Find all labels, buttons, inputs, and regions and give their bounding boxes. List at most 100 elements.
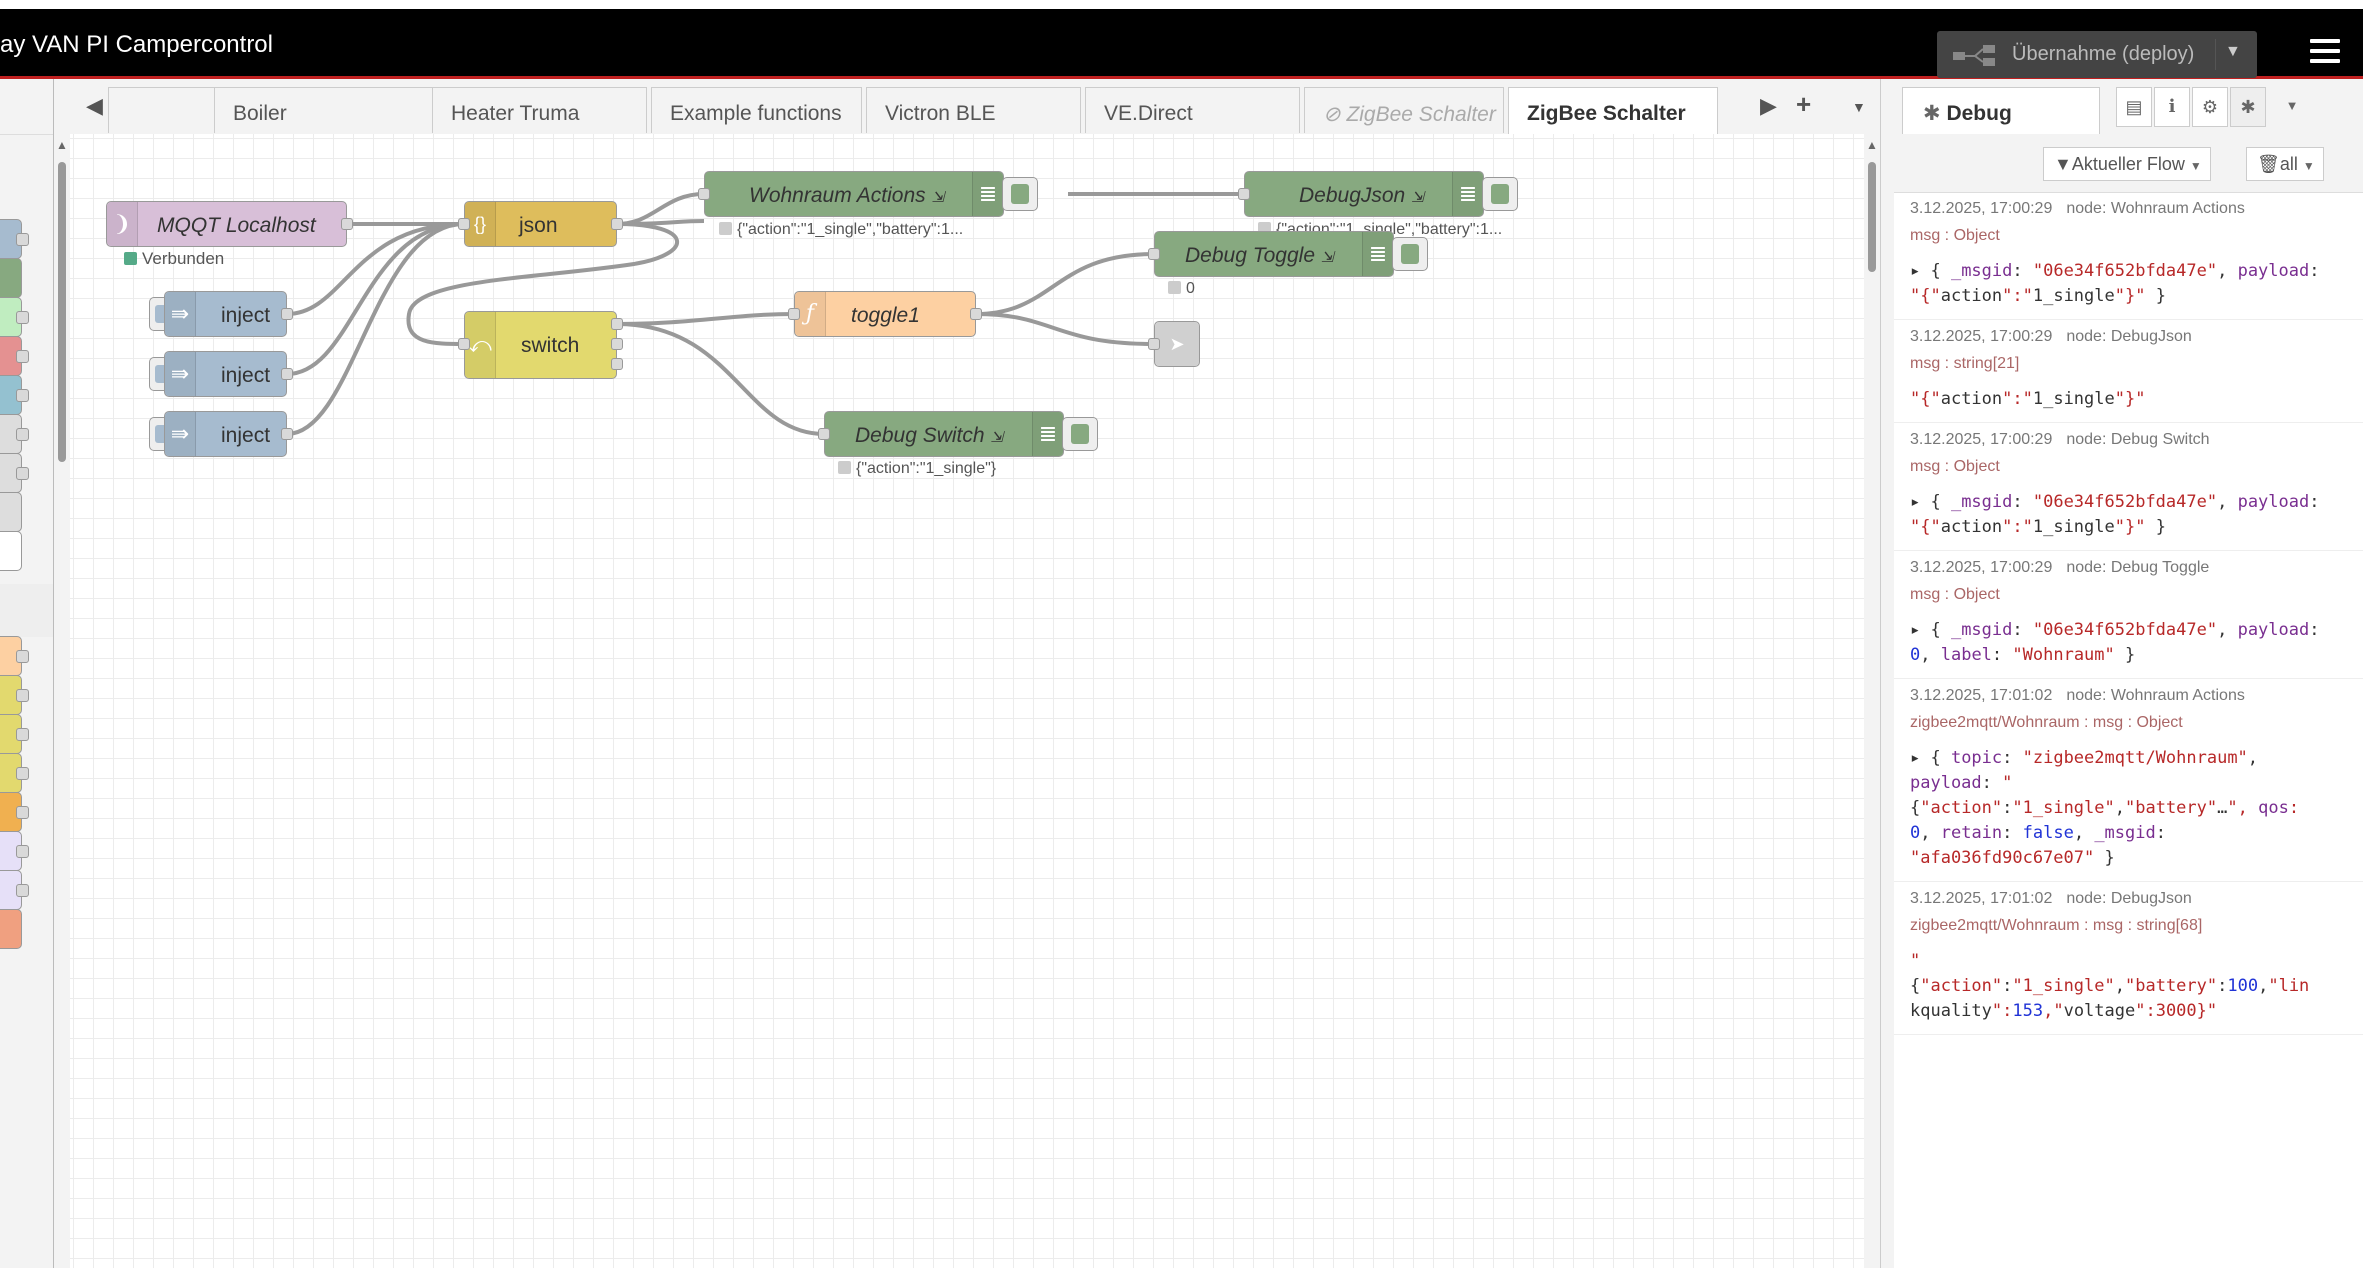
- output-port[interactable]: [611, 218, 623, 230]
- tab-zigbee-schalter[interactable]: ZigBee Schalter: [1508, 87, 1718, 134]
- node-debug-json[interactable]: DebugJson ⇲ ≣: [1244, 171, 1484, 217]
- tab-heater-truma[interactable]: Heater Truma: [432, 87, 647, 133]
- message-payload[interactable]: ▸ { topic: "zigbee2mqtt/Wohnraum",payloa…: [1910, 746, 2351, 871]
- main-menu-icon[interactable]: [2310, 39, 2340, 65]
- input-port[interactable]: [1148, 338, 1160, 350]
- deploy-button[interactable]: Übernahme (deploy) ▼: [1937, 31, 2257, 78]
- palette-node-comment[interactable]: [0, 531, 22, 571]
- output-port[interactable]: [970, 308, 982, 320]
- output-port[interactable]: [281, 308, 293, 320]
- node-json[interactable]: {} json: [464, 201, 617, 247]
- node-link-out[interactable]: ➤: [1154, 321, 1200, 367]
- palette-category-header[interactable]: [0, 584, 53, 637]
- input-port[interactable]: [458, 338, 470, 350]
- tab-example-functions[interactable]: Example functions: [651, 87, 862, 133]
- debug-message-list[interactable]: 3.12.2025, 17:00:29 node: Wohnraum Action…: [1894, 192, 2363, 1268]
- node-debug-wohnraum[interactable]: Wohnraum Actions ⇲ ≣: [704, 171, 1004, 217]
- input-port[interactable]: [818, 428, 830, 440]
- payload-line: ▸ { _msgid: "06e34f652bfda47e", payload:: [1910, 492, 2320, 512]
- output-port[interactable]: [281, 368, 293, 380]
- tab-ve-direct[interactable]: VE.Direct: [1085, 87, 1300, 133]
- filter-flow-button[interactable]: ▼Aktueller Flow ▼: [2043, 147, 2211, 181]
- node-label: json: [519, 214, 558, 237]
- tab-list-menu-icon[interactable]: ▼: [1852, 99, 1866, 115]
- debug-toggle-button[interactable]: [1392, 237, 1428, 271]
- input-port[interactable]: [698, 188, 710, 200]
- message-payload[interactable]: ▸ { _msgid: "06e34f652bfda47e", payload:…: [1910, 259, 2351, 309]
- output-port[interactable]: [611, 358, 623, 370]
- info-icon[interactable]: i: [2154, 87, 2190, 127]
- tab-zigbee-schalter-disabled[interactable]: ⊘ ZigBee Schalter: [1304, 87, 1504, 133]
- debug-toggle-button[interactable]: [1002, 177, 1038, 211]
- message-node[interactable]: node: Wohnraum Actions: [2066, 200, 2245, 217]
- palette-node-exec[interactable]: [0, 909, 22, 949]
- palette-node-debug[interactable]: [0, 258, 22, 298]
- payload-line: ": [1910, 951, 1921, 971]
- sidebar-menu-caret-icon[interactable]: ▼: [2285, 98, 2299, 113]
- message-topic: msg : Object: [1910, 458, 2000, 475]
- payload-line: ▸ { topic: "zigbee2mqtt/Wohnraum",: [1910, 748, 2259, 768]
- node-inject[interactable]: ⇛ inject: [164, 351, 287, 397]
- scroll-up-icon[interactable]: ▲: [56, 138, 68, 152]
- node-inject[interactable]: ⇛ inject: [164, 411, 287, 457]
- help-book-icon[interactable]: ▤: [2116, 87, 2152, 127]
- message-node[interactable]: node: DebugJson: [2066, 328, 2192, 345]
- workspace-vertical-scrollbar[interactable]: ▲: [1864, 134, 1880, 1268]
- tab-scroll-right-icon[interactable]: ▶: [1760, 93, 1777, 118]
- tab-scroll-left-icon[interactable]: ◀: [86, 93, 103, 118]
- node-debug-switch[interactable]: Debug Switch ⇲ ≣: [824, 411, 1064, 457]
- palette-search-area[interactable]: [0, 79, 53, 135]
- palette-scrollbar[interactable]: ▲: [54, 134, 70, 1268]
- message-node[interactable]: node: DebugJson: [2066, 890, 2192, 907]
- output-port[interactable]: [281, 428, 293, 440]
- message-node[interactable]: node: Debug Switch: [2066, 431, 2210, 448]
- deploy-menu-caret-icon[interactable]: ▼: [2225, 43, 2241, 60]
- scroll-up-icon[interactable]: ▲: [1866, 138, 1878, 152]
- message-node[interactable]: node: Wohnraum Actions: [2066, 687, 2245, 704]
- debug-toggle-button[interactable]: [1062, 417, 1098, 451]
- gear-icon[interactable]: ⚙: [2192, 87, 2228, 127]
- tab-debug[interactable]: ✱ Debug: [1902, 87, 2100, 134]
- input-port[interactable]: [788, 308, 800, 320]
- message-time: 3.12.2025, 17:00:29: [1910, 559, 2053, 576]
- message-payload[interactable]: ▸ { _msgid: "06e34f652bfda47e", payload:…: [1910, 618, 2351, 668]
- input-port[interactable]: [1148, 248, 1160, 260]
- tab-victron-ble[interactable]: Victron BLE: [866, 87, 1081, 133]
- flow-workspace[interactable]: ❩ MQQT Localhost Verbunden {} json ⇛ inj…: [54, 134, 1880, 1268]
- output-port[interactable]: [611, 318, 623, 330]
- output-port[interactable]: [611, 338, 623, 350]
- scroll-thumb[interactable]: [58, 162, 66, 462]
- node-function[interactable]: ƒ toggle1: [794, 291, 976, 337]
- scroll-thumb[interactable]: [1868, 162, 1876, 272]
- input-port[interactable]: [1238, 188, 1250, 200]
- debug-bug-icon[interactable]: ✱: [2230, 87, 2266, 127]
- status-dot-connected: [124, 252, 137, 265]
- status-dot: [719, 222, 732, 235]
- node-debug-toggle[interactable]: Debug Toggle ⇲ ≣: [1154, 231, 1394, 277]
- debug-message[interactable]: 3.12.2025, 17:00:29 node: Debug Toggle msg…: [1894, 551, 2363, 679]
- debug-toggle-button[interactable]: [1482, 177, 1518, 211]
- clear-messages-button[interactable]: 🗑all ▼: [2246, 147, 2324, 181]
- output-port[interactable]: [341, 218, 353, 230]
- message-topic: msg : Object: [1910, 586, 2000, 603]
- node-switch[interactable]: ⤺ switch: [464, 311, 617, 379]
- node-status: Verbunden: [124, 249, 224, 269]
- palette-node-link-out[interactable]: [0, 492, 22, 532]
- message-node[interactable]: node: Debug Toggle: [2066, 559, 2210, 576]
- app-title: ay VAN PI Campercontrol: [0, 31, 273, 58]
- payload-line: "{"action":"1_single"}": [1910, 389, 2146, 409]
- add-tab-icon[interactable]: +: [1796, 89, 1812, 119]
- input-port[interactable]: [458, 218, 470, 230]
- node-mqtt-in[interactable]: ❩ MQQT Localhost: [106, 201, 347, 247]
- node-inject[interactable]: ⇛ inject: [164, 291, 287, 337]
- message-payload[interactable]: ▸ { _msgid: "06e34f652bfda47e", payload:…: [1910, 490, 2351, 540]
- message-payload[interactable]: "{"action":"1_single","battery":100,"lin…: [1910, 949, 2351, 1024]
- message-payload[interactable]: "{"action":"1_single"}": [1910, 387, 2351, 412]
